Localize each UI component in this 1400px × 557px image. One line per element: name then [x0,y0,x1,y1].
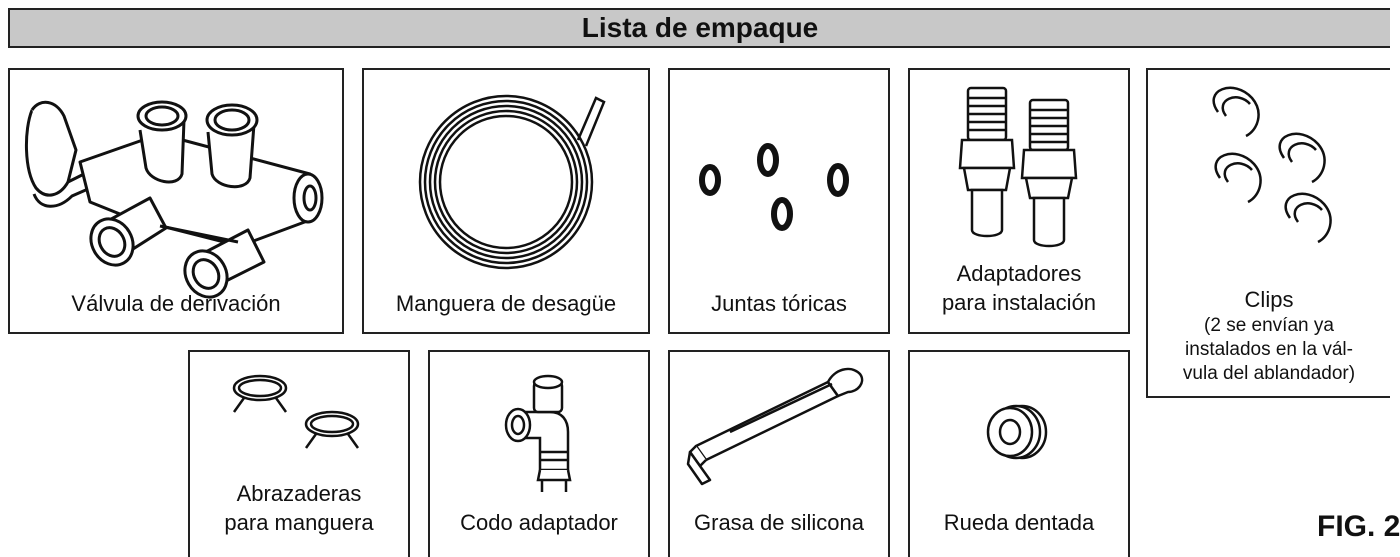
item-hose-clamps: Abrazaderas para manguera [188,350,410,557]
elbow-label: Codo adaptador [460,510,618,535]
bypass-valve-illustration [24,100,324,299]
drain-hose-illustration [418,94,606,270]
item-adapters: Adaptadores para instalación [908,68,1130,334]
item-silicone-grease: Grasa de silicona [668,350,890,557]
item-clips: Clips (2 se envían ya instalados en la v… [1146,68,1390,398]
item-drain-hose: Manguera de desagüe [362,68,650,334]
o-rings-illustration [699,143,849,231]
adapters-label-line1: Adaptadores [956,261,1082,286]
elbow-illustration [504,374,572,492]
item-elbow: Codo adaptador [428,350,650,557]
silicone-grease-illustration [686,367,864,486]
silicone-grease-label: Grasa de silicona [694,510,864,535]
sprocket-illustration [986,404,1048,460]
item-sprocket: Rueda dentada [908,350,1130,557]
adapters-label-line2: para instalación [941,290,1097,315]
figure-label: FIG. 2 [1317,510,1400,543]
o-rings-label: Juntas tóricas [711,291,847,316]
bypass-valve-label: Válvula de derivación [71,291,281,316]
drain-hose-label: Manguera de desagüe [395,291,617,316]
sprocket-label: Rueda dentada [943,510,1095,535]
clips-note-line1: (2 se envían ya [1204,315,1334,336]
clips-label: Clips [1244,287,1294,312]
clips-note-line3: vula del ablandador) [1182,363,1356,384]
hose-clamps-label-line2: para manguera [224,510,374,535]
clips-note-line2: instalados en la vál- [1185,339,1353,360]
packing-list-title: Lista de empaque [8,8,1390,48]
adapters-illustration [958,86,1078,248]
clips-illustration [1212,86,1332,244]
hose-clamps-illustration [232,374,360,449]
item-o-rings: Juntas tóricas [668,68,890,334]
item-bypass-valve: Válvula de derivación [8,68,344,334]
hose-clamps-label-line1: Abrazaderas [236,481,362,506]
